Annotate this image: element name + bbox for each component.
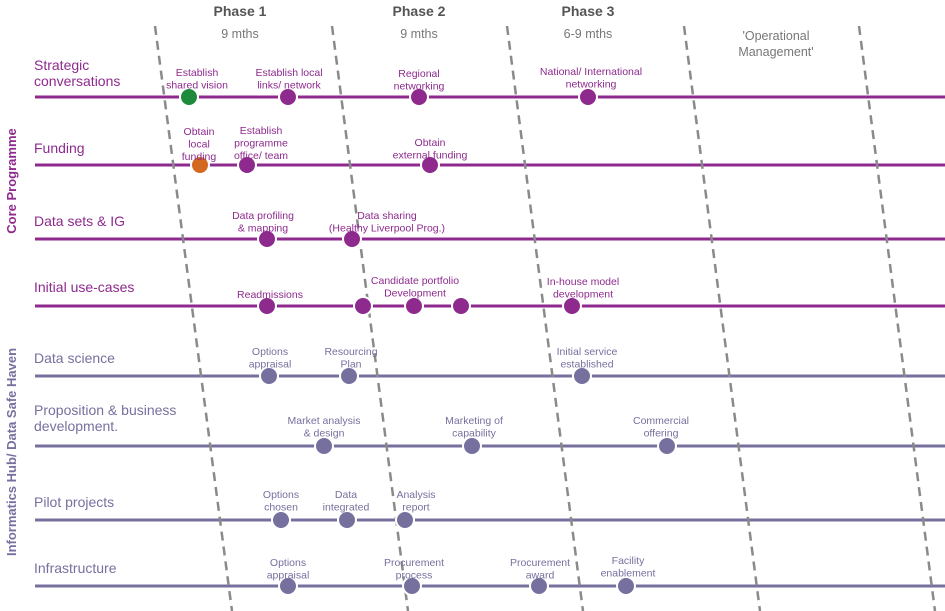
milestone-initial-use-cases-1-label: Readmissions xyxy=(237,289,303,301)
milestone-pilot-projects-2-dot xyxy=(337,510,357,530)
milestone-infrastructure-2-dot xyxy=(402,576,422,596)
phase-divider-2 xyxy=(330,25,410,611)
phase-title-1: Phase 1 xyxy=(214,3,267,19)
phase-duration-2: 9 mths xyxy=(400,27,438,41)
milestone-data-science-2-dot xyxy=(339,366,359,386)
milestone-funding-2-dot xyxy=(237,155,257,175)
phase-dividers xyxy=(153,25,937,611)
milestone-infrastructure-1-dot xyxy=(278,576,298,596)
phase-divider-3 xyxy=(505,25,585,611)
milestone-data-science-3-dot xyxy=(572,366,592,386)
milestone-proposition-business-development-1-label: Market analysis& design xyxy=(288,415,361,440)
phase-divider-5 xyxy=(857,25,937,611)
milestone-initial-use-cases-3-dot xyxy=(404,296,424,316)
milestone-pilot-projects-3-dot xyxy=(395,510,415,530)
phase-divider-4 xyxy=(682,25,762,611)
milestone-data-sets-ig-1-label: Data profiling& mapping xyxy=(232,210,294,235)
phase-title-2: Phase 2 xyxy=(393,3,446,19)
milestone-initial-use-cases-2-dot xyxy=(353,296,373,316)
milestone-strategic-conversations-1-dot xyxy=(179,87,199,107)
milestone-strategic-conversations-4-dot xyxy=(578,87,598,107)
milestone-initial-use-cases-5-dot xyxy=(562,296,582,316)
row-lines xyxy=(35,95,945,588)
milestone-infrastructure-3-dot xyxy=(529,576,549,596)
row-label-data-science: Data science xyxy=(34,350,115,366)
row-label-infrastructure: Infrastructure xyxy=(34,560,117,576)
phase-headers: Phase 1 9 mths Phase 2 9 mths Phase 3 6-9 mth… xyxy=(214,3,814,59)
milestone-data-sets-ig-2-dot xyxy=(342,229,362,249)
milestone-strategic-conversations-3-dot xyxy=(409,87,429,107)
milestone-data-sets-ig-2-label: Data sharing(Healthy Liverpool Prog.) xyxy=(329,210,445,235)
row-label-funding: Funding xyxy=(34,140,85,156)
milestone-initial-use-cases-4-dot xyxy=(451,296,471,316)
section-label-core-programme: Core Programme xyxy=(4,128,19,233)
milestone-data-science-1-dot xyxy=(259,366,279,386)
row-label-pilot-projects: Pilot projects xyxy=(34,494,114,510)
milestone-strategic-conversations-2-dot xyxy=(278,87,298,107)
milestone-proposition-business-development-2-dot xyxy=(462,436,482,456)
milestone-pilot-projects-1-dot xyxy=(271,510,291,530)
milestone-proposition-business-development-3-dot xyxy=(657,436,677,456)
phase-duration-1: 9 mths xyxy=(221,27,259,41)
milestone-proposition-business-development-1-dot xyxy=(314,436,334,456)
milestone-funding-3-dot xyxy=(420,155,440,175)
phase-divider-1 xyxy=(153,25,234,611)
milestone-data-sets-ig-1-dot xyxy=(257,229,277,249)
milestone-initial-use-cases-1-dot xyxy=(257,296,277,316)
phase-duration-3: 6-9 mths xyxy=(564,27,613,41)
milestone-funding-1-dot xyxy=(190,155,210,175)
row-label-initial-use-cases: Initial use-cases xyxy=(34,279,134,295)
row-label-data-sets-ig: Data sets & IG xyxy=(34,213,125,229)
milestone-infrastructure-4-dot xyxy=(616,576,636,596)
phase-title-3: Phase 3 xyxy=(562,3,615,19)
section-label-informatics-hub-data-safe-haven: Informatics Hub/ Data Safe Haven xyxy=(4,348,19,556)
